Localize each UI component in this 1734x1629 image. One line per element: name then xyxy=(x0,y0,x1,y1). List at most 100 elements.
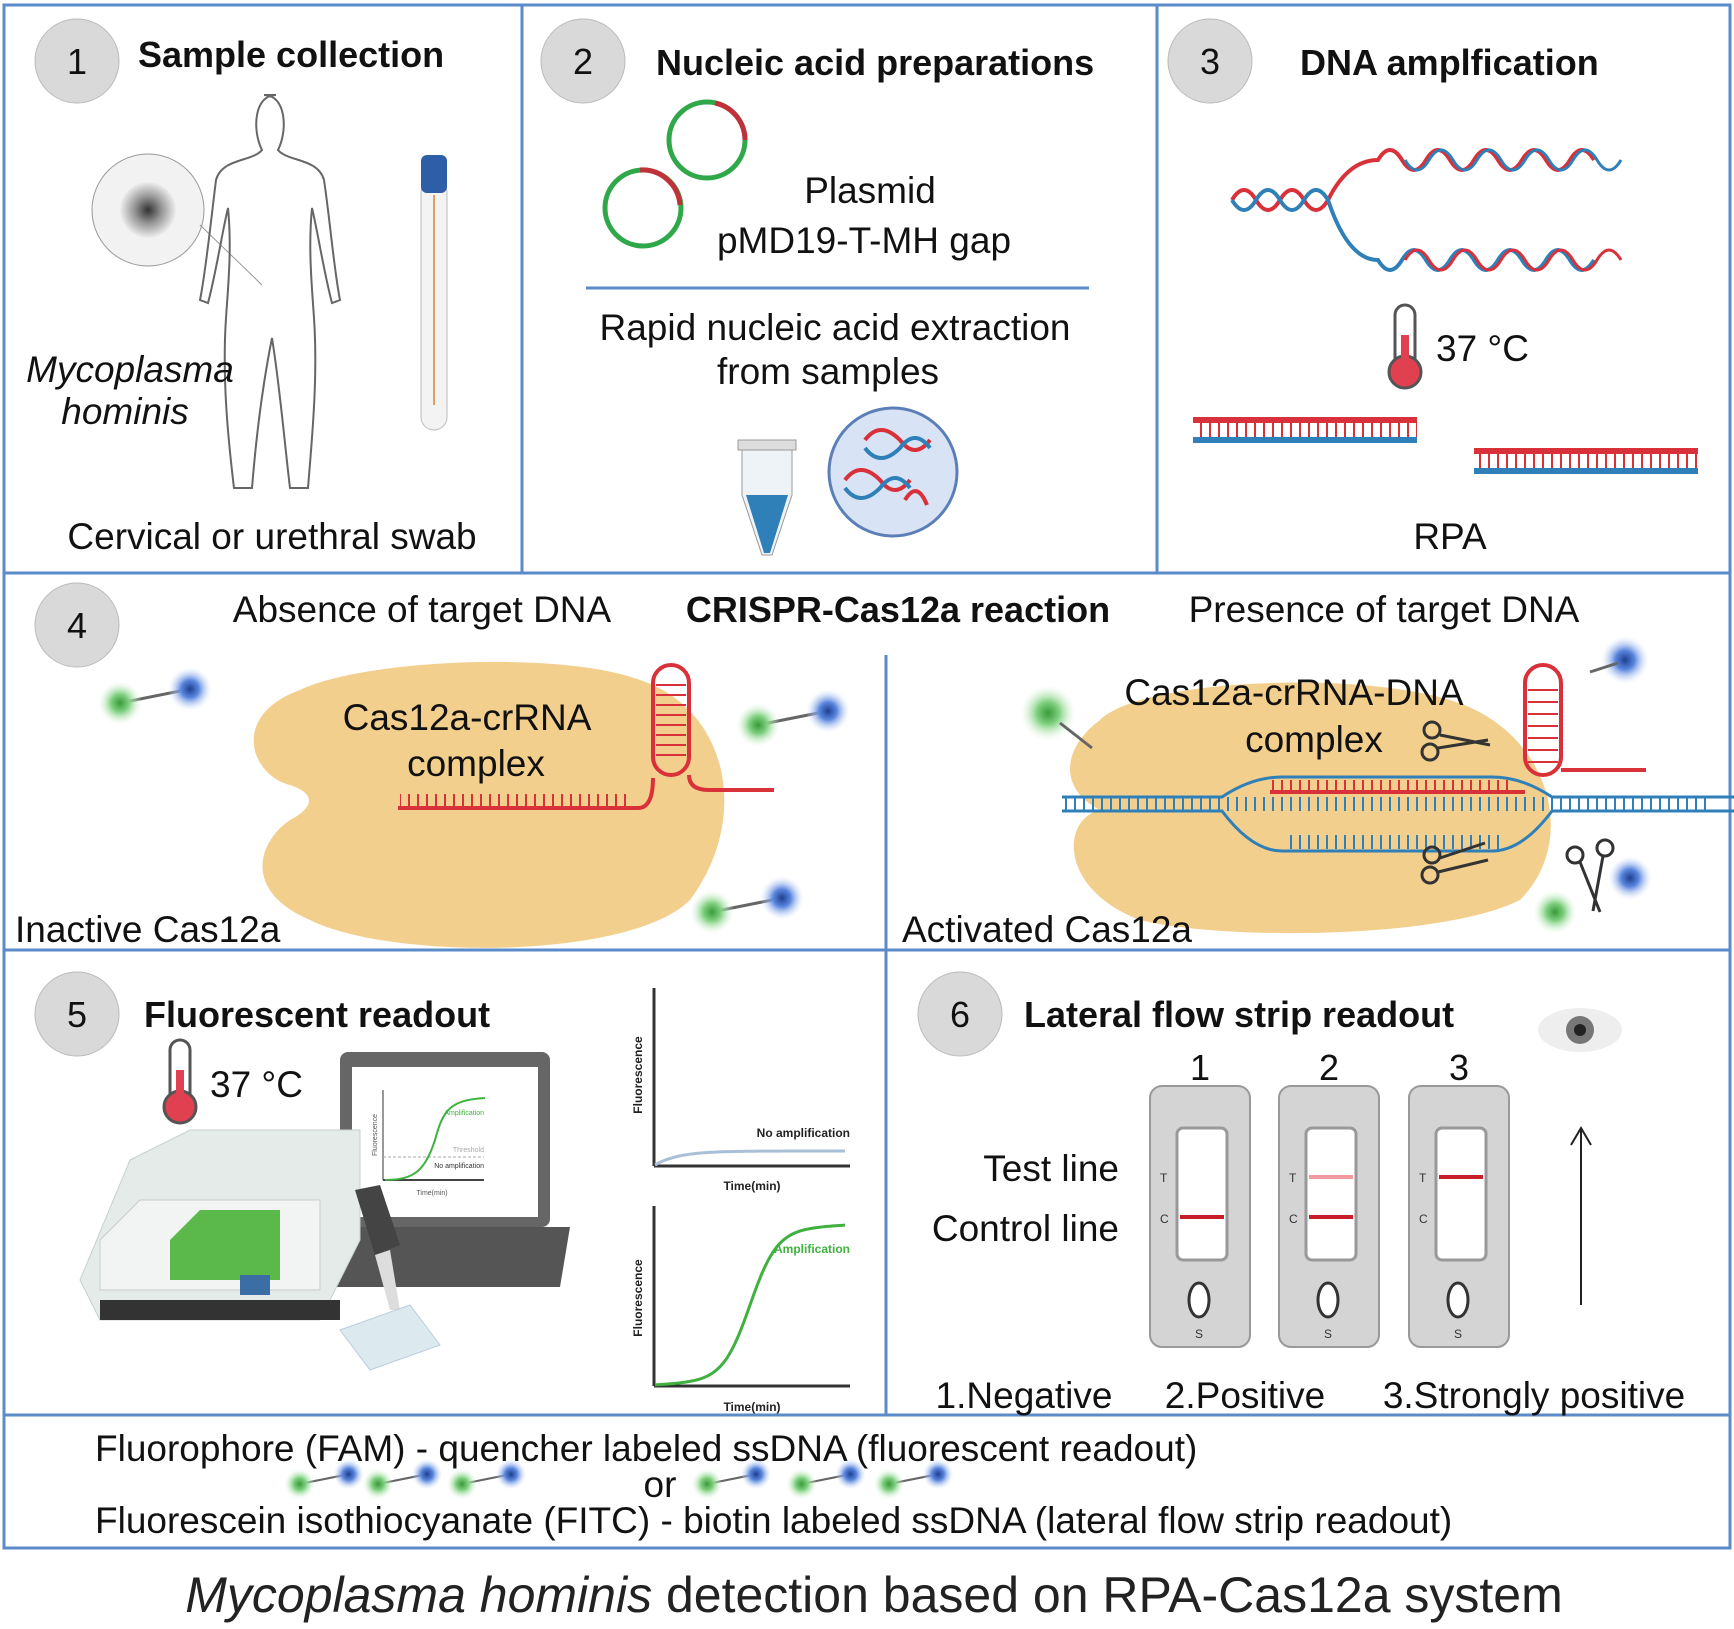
strip-result-label: 3.Strongly positive xyxy=(1383,1375,1685,1416)
legend-line1: Fluorophore (FAM) - quencher labeled ssD… xyxy=(95,1428,1197,1469)
legend-or: or xyxy=(644,1464,677,1505)
fluorescence-reader-device-icon xyxy=(79,1129,361,1321)
control-band xyxy=(1180,1215,1224,1219)
strip-result-label: 2.Positive xyxy=(1165,1375,1325,1416)
reporter-probe-icon xyxy=(96,665,214,727)
test-line-label: Test line xyxy=(983,1148,1119,1189)
method-caption: RPA xyxy=(1413,516,1487,557)
complex-left-line1: Cas12a-crRNA xyxy=(343,697,592,738)
y-axis-label: Fluorescence xyxy=(631,1036,645,1114)
series-label: Amplification xyxy=(774,1242,850,1256)
panel-title: DNA amplfication xyxy=(1300,42,1599,83)
s-label: S xyxy=(1454,1327,1462,1341)
dna-sample-icon xyxy=(827,406,959,538)
chart-amplification: Amplification Time(min) Fluorescence xyxy=(631,1206,850,1414)
series-line xyxy=(654,1223,846,1387)
sample-well xyxy=(1446,1281,1470,1319)
panel-fluorescent-readout: 5 Fluorescent readout 37 °C Amplificatio… xyxy=(34,971,850,1414)
presence-label: Presence of target DNA xyxy=(1189,589,1580,630)
complex-right-line1: Cas12a-crRNA-DNA xyxy=(1124,672,1464,713)
step-number: 3 xyxy=(1200,41,1220,82)
panel-borders xyxy=(2,3,1732,1550)
result-window xyxy=(1434,1126,1488,1262)
amplified-dna-icon xyxy=(1193,417,1698,474)
cleaved-probe-icon xyxy=(1020,685,1093,750)
reporter-probe-icon xyxy=(688,874,806,936)
screen-threshold-label: Threshold xyxy=(453,1147,484,1154)
test-band xyxy=(1439,1175,1483,1179)
scissors-icon xyxy=(1420,720,1615,913)
s-label: S xyxy=(1195,1327,1203,1341)
step-number: 5 xyxy=(67,994,87,1035)
t-label: T xyxy=(1419,1171,1427,1185)
result-window xyxy=(1304,1126,1358,1262)
plasmid-label: Plasmid xyxy=(804,170,936,211)
series-label: No amplification xyxy=(757,1126,850,1140)
panel-title: Lateral flow strip readout xyxy=(1024,994,1454,1035)
step-number: 4 xyxy=(67,605,87,646)
strip-number: 1 xyxy=(1190,1047,1210,1088)
step-number: 6 xyxy=(950,994,970,1035)
sample-well xyxy=(1316,1281,1340,1319)
temperature: 37 °C xyxy=(1436,328,1529,369)
step-number: 1 xyxy=(67,41,87,82)
panel-title: CRISPR-Cas12a reaction xyxy=(686,589,1110,630)
panel-crispr-reaction: 4 Absence of target DNA CRISPR-Cas12a re… xyxy=(15,582,1734,950)
t-label: T xyxy=(1289,1171,1297,1185)
panel-title: Nucleic acid preparations xyxy=(656,42,1094,83)
result-window xyxy=(1175,1126,1229,1262)
inactive-label: Inactive Cas12a xyxy=(15,909,281,950)
plasmid-name: pMD19-T-MH gap xyxy=(717,220,1011,261)
cleaved-probe-icon xyxy=(1533,856,1652,934)
extraction-line2: from samples xyxy=(717,351,939,392)
strip-number: 2 xyxy=(1319,1047,1339,1088)
s-label: S xyxy=(1324,1327,1332,1341)
dna-strand-separation-icon xyxy=(1230,148,1623,272)
step-number-badge xyxy=(34,18,120,104)
caption-italic: Mycoplasma hominis xyxy=(185,1567,652,1623)
probe-legend: Fluorophore (FAM) - quencher labeled ssD… xyxy=(95,1428,1452,1541)
strip-number: 3 xyxy=(1449,1047,1469,1088)
target-dna-icon xyxy=(1062,775,1734,853)
panel-title: Sample collection xyxy=(138,34,444,75)
temperature: 37 °C xyxy=(210,1064,303,1105)
y-axis-label: Fluorescence xyxy=(631,1259,645,1337)
x-axis-label: Time(min) xyxy=(723,1400,780,1414)
panel-nucleic-acid-preparations: 2 Nucleic acid preparations Plasmid pMD1… xyxy=(540,18,1094,556)
caption-rest: detection based on RPA-Cas12a system xyxy=(652,1567,1563,1623)
panel-title: Fluorescent readout xyxy=(144,994,490,1035)
eye-icon xyxy=(1538,1008,1622,1052)
complex-right-line2: complex xyxy=(1245,719,1383,760)
panel-lateral-flow-readout: 6 Lateral flow strip readout Test line C… xyxy=(917,971,1685,1416)
c-label: C xyxy=(1160,1212,1169,1226)
cleaved-probe-icon xyxy=(1589,636,1649,684)
panel-dna-amplification: 3 DNA amplfication 37 °C RPA xyxy=(1167,18,1698,557)
sample-well xyxy=(1187,1281,1211,1319)
control-band xyxy=(1309,1215,1353,1219)
chart-no-amplification: No amplification Time(min) Fluorescence xyxy=(631,988,850,1193)
thermometer-icon xyxy=(162,1038,198,1125)
organism-name-line2: hominis xyxy=(61,391,189,432)
screen-xlabel: Time(min) xyxy=(416,1190,447,1197)
panel-sample-collection: 1 Sample collection Mycoplasma hominis C… xyxy=(26,18,477,557)
organism-name-line1: Mycoplasma xyxy=(26,349,234,390)
x-axis-label: Time(min) xyxy=(723,1179,780,1193)
human-body-icon xyxy=(198,94,342,489)
screen-ylabel: Fluorescence xyxy=(372,1114,379,1156)
pipette-icon xyxy=(339,1185,441,1371)
test-band xyxy=(1309,1175,1353,1179)
control-line-label: Control line xyxy=(932,1208,1119,1249)
reporter-probe-icon xyxy=(734,687,852,749)
thermometer-icon xyxy=(1387,303,1423,390)
step-number: 2 xyxy=(573,41,593,82)
screen-amplification-label: Amplification xyxy=(444,1110,484,1117)
sample-caption: Cervical or urethral swab xyxy=(67,516,476,557)
series-line xyxy=(654,1149,846,1167)
strip-result-label: 1.Negative xyxy=(936,1375,1113,1416)
legend-line2: Fluorescein isothiocyanate (FITC) - biot… xyxy=(95,1500,1452,1541)
screen-no-amplification-label: No amplification xyxy=(434,1163,484,1170)
